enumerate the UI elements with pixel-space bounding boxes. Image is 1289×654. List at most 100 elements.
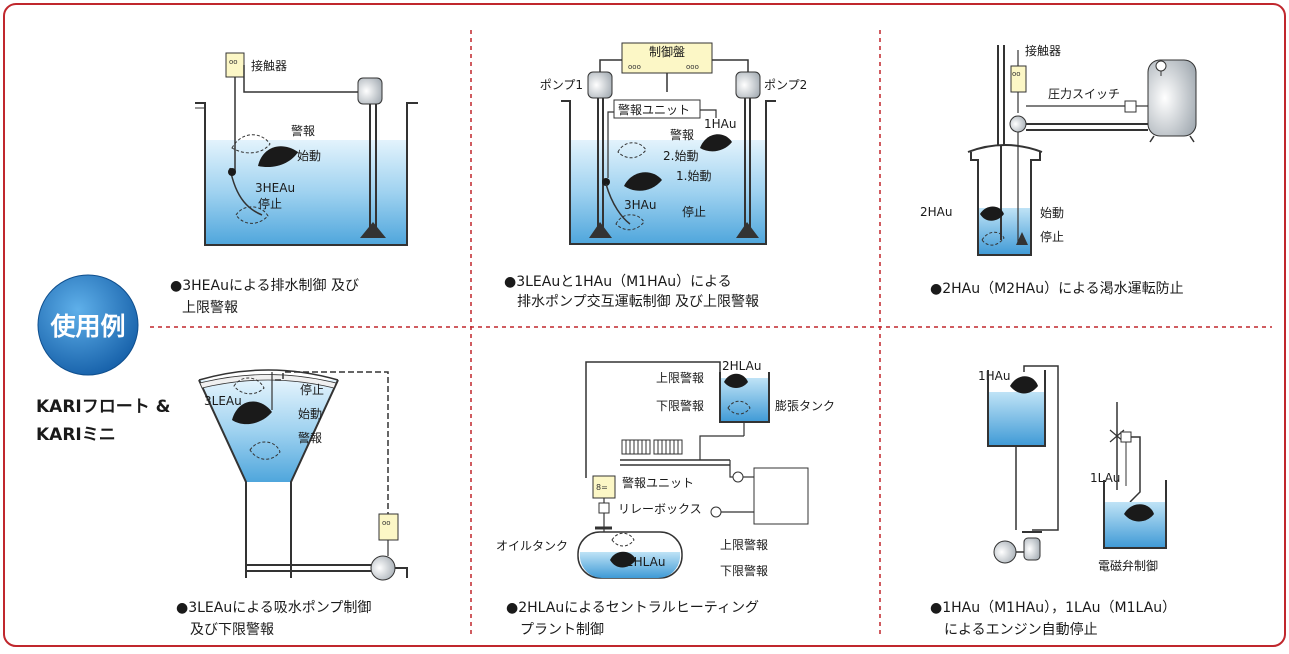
label-stop: 停止: [1040, 229, 1064, 244]
label-alarm-unit: 警報ユニット: [618, 102, 690, 117]
tank-wall: [561, 100, 776, 245]
label-stop: 停止: [682, 204, 706, 219]
grid-dividers: [150, 30, 1272, 634]
suction-pump: [370, 555, 396, 581]
float-stop: [235, 206, 269, 224]
label-lower-alarm-2: 下限警報: [720, 563, 768, 578]
panel-drain-control: oo 接触器 警報 始動 3HEAu 停止 ●3HEAuによる排水制御 及び 上…: [170, 52, 418, 316]
label-solenoid: 電磁弁制御: [1098, 558, 1158, 573]
label-alarm: 警報: [291, 123, 315, 138]
label-alarm: 警報: [298, 430, 322, 445]
float-upper: [724, 373, 748, 388]
well-wall: [970, 152, 1041, 256]
float-start: [980, 206, 1004, 221]
label-pump1: ポンプ1: [540, 78, 583, 92]
float-1hau: [1010, 376, 1038, 394]
pump: [1009, 115, 1027, 133]
engine: [1023, 537, 1041, 561]
label-pressure-switch: 圧力スイッチ: [1048, 87, 1120, 101]
float-alarm: [231, 134, 271, 154]
radiator-1: [621, 439, 651, 455]
pump-motor: [357, 77, 383, 105]
label-upper-alarm-2: 上限警報: [720, 537, 768, 552]
svg-text:oo: oo: [229, 58, 238, 66]
label-upper-alarm: 上限警報: [656, 370, 704, 385]
caption-line1: ●3HEAuによる排水制御 及び: [170, 278, 359, 294]
caption-line1: ●3LEAuによる吸水ポンプ制御: [176, 600, 371, 616]
caption-line2: 排水ポンプ交互運転制御 及び上限警報: [517, 293, 759, 310]
label-1lau: 1LAu: [1090, 471, 1120, 485]
svg-text:oo: oo: [382, 519, 391, 527]
float-start: [258, 146, 298, 168]
control-panel-box: [621, 42, 713, 74]
label-oil-tank: オイルタンク: [496, 539, 568, 553]
engine-pump: [993, 540, 1017, 564]
product-name-line2: KARIミニ: [36, 425, 116, 445]
caption-line1: ●1HAu（M1HAu），1LAu（M1LAu）: [930, 600, 1176, 616]
caption-line1: ●3LEAuと1HAu（M1HAu）による: [504, 274, 732, 290]
caption-line2: 上限警報: [182, 300, 238, 316]
alarm-unit-box: [613, 99, 701, 119]
panel-alternating-pumps: 制御盤 ooo ooo ポンプ1 ポンプ2 警報ユニット 1HAu 警報 2.始…: [504, 42, 807, 310]
relay-box: [598, 502, 610, 514]
label-alarm: 警報: [670, 127, 694, 142]
label-pump2: ポンプ2: [764, 78, 807, 92]
panel-central-heating: 2HLAu 上限警報 下限警報 膨張タンク 8= 警報ユニット リレーボックス: [496, 359, 835, 638]
tank-wall: [195, 102, 418, 246]
label-1hau: 1HAu: [978, 369, 1010, 383]
svg-text:oo: oo: [1012, 70, 1021, 78]
caption-line2: によるエンジン自動停止: [944, 621, 1098, 638]
pump1-motor: [587, 71, 613, 99]
label-stop: 停止: [258, 196, 282, 211]
funnel-water: [199, 380, 338, 482]
float-oil: [610, 551, 636, 568]
label-start: 始動: [1040, 206, 1064, 220]
contactor-box: [378, 513, 399, 541]
label-relay-box: リレーボックス: [618, 502, 702, 516]
panel-suction-pump: 3LEAu 停止 始動 警報 oo ●3LEAuによる吸水ポンプ制御 及び下限警…: [176, 369, 408, 638]
caption-line2: プラント制御: [520, 622, 604, 638]
usage-badge: 使用例: [37, 274, 139, 376]
label-start: 始動: [297, 149, 321, 163]
caption-line1: ●2HLAuによるセントラルヒーティング: [506, 600, 759, 616]
label-start2: 2.始動: [663, 149, 698, 163]
pressure-tank: [1147, 59, 1197, 137]
svg-text:ooo: ooo: [686, 63, 699, 71]
pump2-motor: [735, 71, 761, 99]
pressure-switch: [1124, 100, 1137, 113]
float-alarm: [249, 441, 281, 460]
caption-line2: 及び下限警報: [190, 622, 274, 638]
svg-text:8=: 8=: [596, 483, 608, 492]
label-model: 2HAu: [920, 205, 952, 219]
float-start: [624, 172, 662, 191]
upper-tank-water: [988, 392, 1045, 446]
caption-line1: ●2HAu（M2HAu）による渇水運転防止: [930, 281, 1184, 297]
label-model: 3HEAu: [255, 181, 295, 195]
label-start1: 1.始動: [676, 169, 711, 183]
label-lower-alarm: 下限警報: [656, 398, 704, 413]
label-panel: 制御盤: [649, 44, 685, 59]
panel-engine-stop: 1HAu 1LAu 電磁弁制御 ●1HAu（M1HAu），1LAu（M1LAu）…: [930, 365, 1176, 638]
pump-intake: [360, 222, 386, 238]
product-name-line1: KARIフロート &: [36, 397, 171, 417]
label-1hau: 1HAu: [704, 117, 736, 131]
label-stop: 停止: [300, 382, 324, 397]
badge-label: 使用例: [49, 312, 125, 341]
svg-text:ooo: ooo: [628, 63, 641, 71]
float-1lau: [1124, 504, 1154, 522]
lower-tank: [1103, 480, 1167, 549]
float-lower: [727, 400, 751, 415]
label-contactor: 接触器: [251, 58, 287, 73]
boiler-box: [753, 467, 809, 525]
float-start: [232, 401, 272, 425]
float-1hau: [700, 134, 732, 152]
label-expansion-tank: 膨張タンク: [775, 399, 835, 413]
label-start: 始動: [298, 407, 322, 421]
radiator-2: [653, 439, 683, 455]
float-stop: [981, 231, 1005, 246]
panel-dry-run-prevention: oo 接触器 圧力スイッチ 2HAu 始動 停止 ●2HAu（M2HAu）による…: [920, 43, 1197, 297]
float-stop: [233, 377, 265, 395]
label-2hlau-top: 2HLAu: [722, 359, 761, 373]
